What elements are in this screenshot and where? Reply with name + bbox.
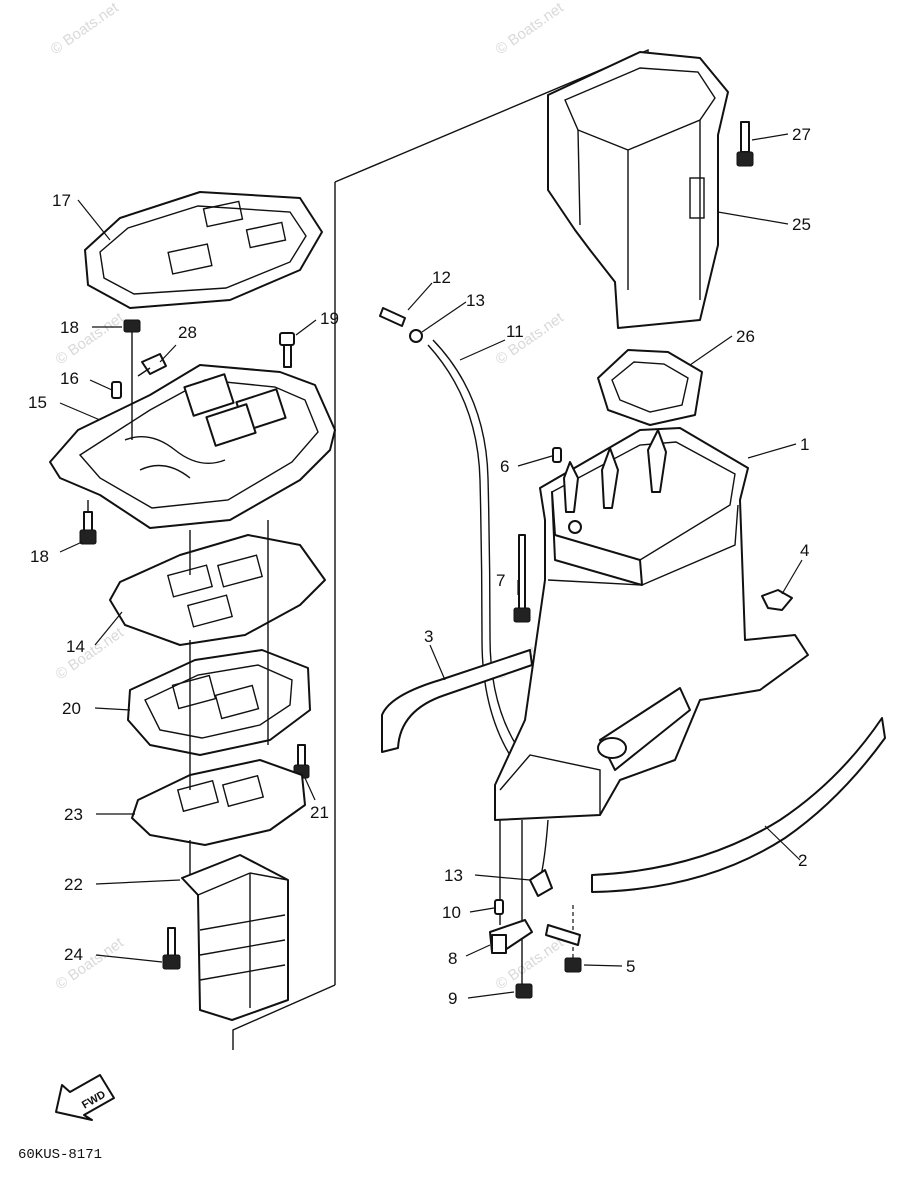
alignment-lines-left bbox=[87, 350, 269, 875]
callout-18-bottom: 18 bbox=[30, 547, 49, 566]
callout-numbers: 17 18 28 19 16 15 18 14 20 21 23 22 24 2… bbox=[28, 125, 811, 1008]
part-25-oil-pan bbox=[547, 51, 729, 329]
callout-1: 1 bbox=[800, 435, 809, 454]
part-27-bolt bbox=[736, 121, 754, 167]
drawing-code: 60KUS-8171 bbox=[18, 1147, 102, 1163]
callout-19: 19 bbox=[320, 309, 339, 328]
part-1-upper-casing bbox=[494, 427, 809, 821]
part-26-gasket bbox=[597, 349, 703, 426]
callout-22: 22 bbox=[64, 875, 83, 894]
callout-4: 4 bbox=[800, 541, 809, 560]
part-16-dowel bbox=[111, 381, 122, 399]
callout-21: 21 bbox=[310, 803, 329, 822]
part-3-seal bbox=[381, 649, 533, 753]
part-24-bolt bbox=[162, 927, 181, 970]
part-23-gasket bbox=[131, 759, 306, 846]
part-18-bolt-top bbox=[123, 319, 141, 350]
part-10-dowel bbox=[494, 899, 504, 915]
part-4-grommet bbox=[761, 589, 793, 611]
callout-6: 6 bbox=[500, 457, 509, 476]
part-6-dowel bbox=[552, 447, 562, 463]
callout-18-top: 18 bbox=[60, 318, 79, 337]
callout-28: 28 bbox=[178, 323, 197, 342]
callout-5: 5 bbox=[626, 957, 635, 976]
part-9-bolt bbox=[515, 983, 533, 999]
callout-10: 10 bbox=[442, 903, 461, 922]
callout-3: 3 bbox=[424, 627, 433, 646]
callout-12: 12 bbox=[432, 268, 451, 287]
callout-25: 25 bbox=[792, 215, 811, 234]
callout-17: 17 bbox=[52, 191, 71, 210]
callout-7: 7 bbox=[496, 571, 505, 590]
part-20-plate bbox=[127, 649, 311, 756]
part-18-bolt-bottom bbox=[79, 511, 97, 545]
part-12-nipple bbox=[379, 307, 406, 327]
callout-2: 2 bbox=[798, 851, 807, 870]
part-17-gasket bbox=[84, 191, 323, 309]
leader-lines bbox=[59, 133, 803, 999]
part-8-fitting bbox=[489, 919, 533, 954]
part-22-muffler bbox=[181, 854, 289, 1021]
part-15-plate bbox=[49, 364, 336, 529]
part-13-clamp-bottom bbox=[529, 869, 553, 897]
callout-24: 24 bbox=[64, 945, 83, 964]
watermark: © Boats.net bbox=[493, 0, 568, 58]
part-14-gasket bbox=[109, 534, 326, 646]
part-7-bolt bbox=[513, 534, 531, 623]
fwd-arrow-icon: FWD bbox=[55, 1074, 115, 1121]
callout-20: 20 bbox=[62, 699, 81, 718]
callout-23: 23 bbox=[64, 805, 83, 824]
part-28-fitting bbox=[137, 353, 167, 377]
callout-13-top: 13 bbox=[466, 291, 485, 310]
watermark: © Boats.net bbox=[53, 624, 128, 683]
part-19-bolt bbox=[279, 332, 295, 368]
callout-27: 27 bbox=[792, 125, 811, 144]
callout-13-bottom: 13 bbox=[444, 866, 463, 885]
callout-9: 9 bbox=[448, 989, 457, 1008]
part-2-seal bbox=[591, 717, 886, 893]
callout-15: 15 bbox=[28, 393, 47, 412]
part-11-hose bbox=[427, 339, 529, 771]
callout-14: 14 bbox=[66, 637, 85, 656]
watermark: © Boats.net bbox=[493, 309, 568, 368]
part-13-clamp-top bbox=[409, 329, 423, 343]
watermark: © Boats.net bbox=[48, 0, 123, 58]
part-5-nut bbox=[545, 905, 582, 973]
callout-16: 16 bbox=[60, 369, 79, 388]
callout-8: 8 bbox=[448, 949, 457, 968]
callout-11: 11 bbox=[506, 322, 524, 341]
callout-26: 26 bbox=[736, 327, 755, 346]
